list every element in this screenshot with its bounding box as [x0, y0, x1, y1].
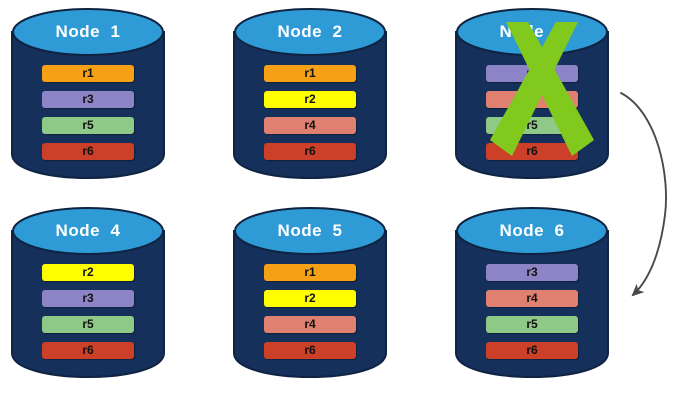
replica-bar-r4[interactable]: r4 — [486, 91, 578, 108]
cylinder-top — [234, 207, 386, 255]
replica-bar-r5[interactable]: r5 — [486, 316, 578, 333]
cylinder-top — [234, 8, 386, 56]
cylinder-top — [456, 207, 608, 255]
replica-bar-r4[interactable]: r4 — [264, 117, 356, 134]
replica-list: r1 r2 r4 r6 — [264, 65, 356, 160]
replica-bar-r1[interactable]: r1 — [264, 264, 356, 281]
replica-bar-r2[interactable]: r2 — [264, 91, 356, 108]
replica-bar-r5[interactable]: r5 — [42, 117, 134, 134]
replica-list: r3 r4 r5 r6 — [486, 65, 578, 160]
replica-bar-r4[interactable]: r4 — [264, 316, 356, 333]
replica-list: r3 r4 r5 r6 — [486, 264, 578, 359]
arrow-curve — [620, 92, 667, 297]
replica-list: r1 r3 r5 r6 — [42, 65, 134, 160]
cylinder-top — [456, 8, 608, 56]
replica-bar-r6[interactable]: r6 — [486, 143, 578, 160]
cylinder-top — [12, 8, 164, 56]
replica-bar-r3[interactable]: r3 — [486, 264, 578, 281]
replica-bar-r5[interactable]: r5 — [42, 316, 134, 333]
replica-list: r1 r2 r4 r6 — [264, 264, 356, 359]
replica-bar-r6[interactable]: r6 — [264, 342, 356, 359]
replica-bar-r5[interactable]: r5 — [486, 117, 578, 134]
replica-list: r2 r3 r5 r6 — [42, 264, 134, 359]
replica-bar-r4[interactable]: r4 — [486, 290, 578, 307]
replica-bar-r1[interactable]: r1 — [42, 65, 134, 82]
replica-bar-r6[interactable]: r6 — [486, 342, 578, 359]
replica-bar-r6[interactable]: r6 — [42, 143, 134, 160]
cylinder-top — [12, 207, 164, 255]
replica-bar-r2[interactable]: r2 — [42, 264, 134, 281]
replica-bar-r3[interactable]: r3 — [42, 290, 134, 307]
replica-bar-r3[interactable]: r3 — [486, 65, 578, 82]
replica-bar-r3[interactable]: r3 — [42, 91, 134, 108]
replica-bar-r6[interactable]: r6 — [264, 143, 356, 160]
replica-bar-r2[interactable]: r2 — [264, 290, 356, 307]
replica-bar-r6[interactable]: r6 — [42, 342, 134, 359]
replica-bar-r1[interactable]: r1 — [264, 65, 356, 82]
